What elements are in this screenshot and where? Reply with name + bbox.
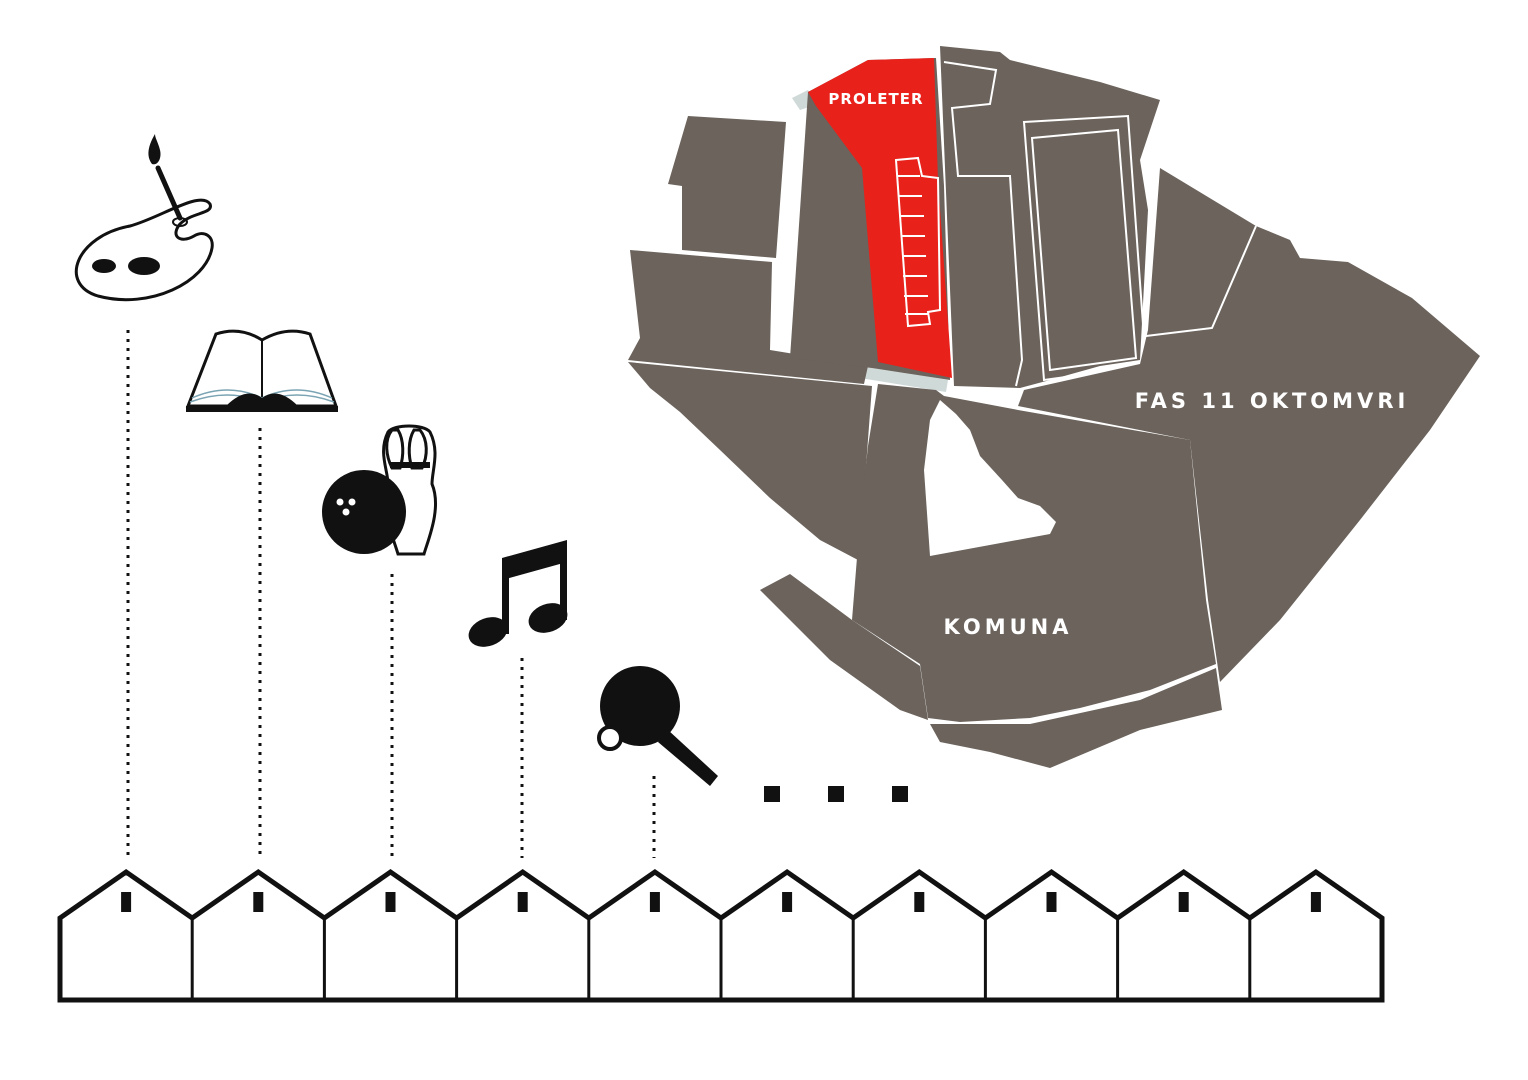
district-map: PROLETER FAS 11 OKTOMVRI KOMUNA <box>628 46 1480 768</box>
house-window <box>1178 892 1189 912</box>
house-window <box>385 892 396 912</box>
map-block-west-top <box>668 116 786 258</box>
map-block-west-mid <box>628 250 868 384</box>
ellipsis-dot <box>892 786 908 802</box>
proleter-building-outline <box>894 156 942 328</box>
house-icon <box>455 892 528 1000</box>
map-block-west-lower <box>628 362 872 560</box>
house-icon <box>983 892 1057 1000</box>
house-icon <box>322 892 396 1000</box>
house-window <box>253 892 264 912</box>
map-block-komuna <box>852 384 1216 722</box>
open-book-icon <box>185 329 339 412</box>
house-icon <box>851 892 925 1000</box>
house-window <box>782 892 793 912</box>
map-block-west-bottom <box>760 574 928 720</box>
house-icon <box>190 892 264 1000</box>
map-block-south-strip <box>930 668 1222 768</box>
bowling-icon <box>322 424 437 556</box>
proleter-area <box>808 58 952 378</box>
house-window <box>1310 892 1321 912</box>
house-icon <box>719 892 793 1000</box>
house-window <box>649 892 660 912</box>
map-block-north <box>940 46 1160 388</box>
map-label-fas-11-oktomvri: FAS 11 OKTOMVRI <box>1135 389 1410 413</box>
road-tint-bottom <box>860 365 948 392</box>
house-window <box>914 892 925 912</box>
house-icon <box>587 892 660 1000</box>
palette-icon <box>74 134 214 302</box>
music-note-icon <box>468 540 568 647</box>
house-window <box>121 892 132 912</box>
houses-row <box>57 868 1385 1003</box>
ellipsis-dot <box>828 786 844 802</box>
ellipsis-dot <box>764 786 780 802</box>
house-icon <box>1248 892 1321 1000</box>
map-block-northeast-inner <box>1145 225 1257 337</box>
map-label-proleter: PROLETER <box>828 90 923 108</box>
house-window <box>517 892 528 912</box>
ellipsis <box>764 786 908 802</box>
house-icon <box>1116 892 1189 1000</box>
connector-lines <box>126 330 656 858</box>
map-block-east <box>1018 168 1480 682</box>
house-icon <box>121 892 132 912</box>
map-label-komuna: KOMUNA <box>944 615 1073 639</box>
house-window <box>1046 892 1057 912</box>
ping-pong-paddle-icon <box>597 666 718 786</box>
